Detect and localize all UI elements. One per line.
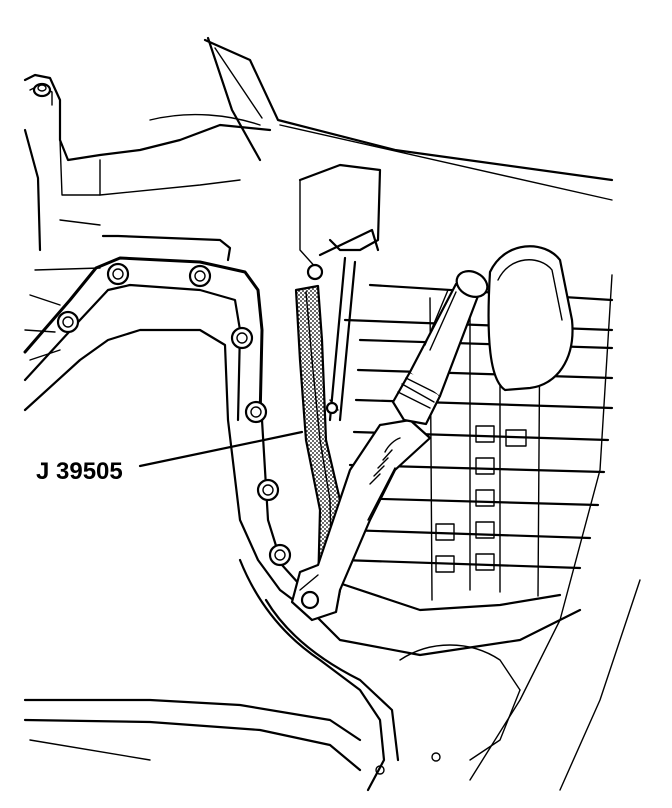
torque-wrench	[290, 270, 489, 622]
crossmember	[23, 558, 521, 792]
side-cover	[23, 256, 302, 607]
tool-callout-label: J 39505	[34, 458, 125, 486]
transmission-case	[23, 73, 272, 262]
callout-leader-line	[138, 430, 304, 468]
cooler-bracket	[298, 163, 382, 422]
pan-pockets	[435, 425, 527, 573]
bolt-heads	[56, 262, 292, 567]
